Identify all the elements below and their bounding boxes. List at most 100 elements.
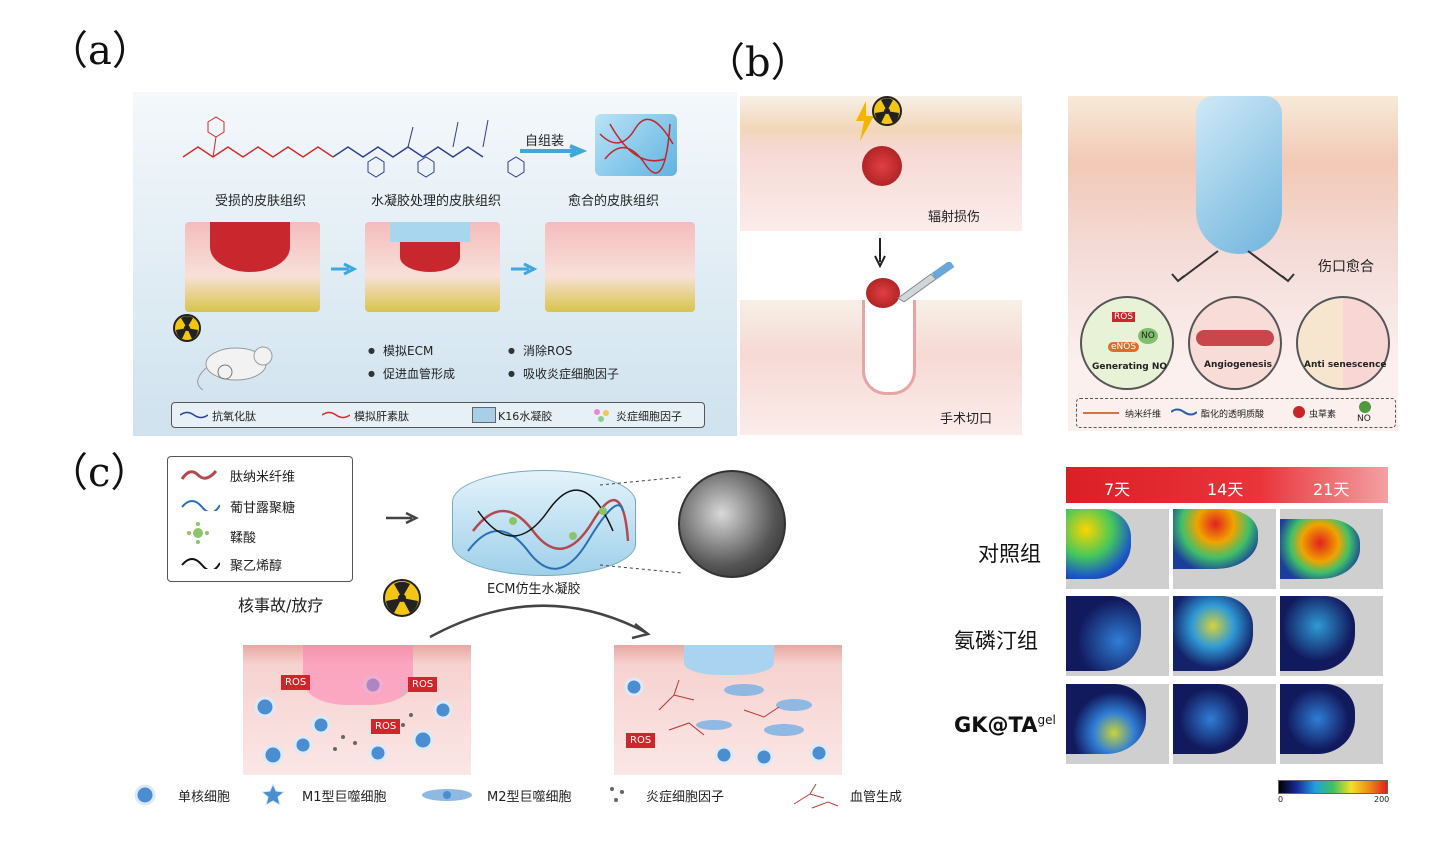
circle-generating-no: ROS NO eNOS Generating NO — [1080, 296, 1174, 390]
heat-amifostine-7 — [1066, 596, 1169, 676]
radiation-injury-label: 辐射损伤 — [928, 210, 981, 225]
stage-label-damaged: 受损的皮肤组织 — [215, 194, 307, 209]
curved-arrow — [429, 604, 651, 640]
day-21-label: 21天 — [1313, 480, 1350, 499]
legend-hyaluronic: 酯化的透明质酸 — [1201, 410, 1265, 420]
panel-a-figure: 自组装 受损的皮肤组织 水凝胶处理的皮肤组织 愈合的皮肤组织 模拟ECM 促进血… — [133, 92, 737, 436]
radiation-icon — [173, 314, 201, 342]
panel-a-letter: （a） — [48, 28, 152, 74]
legend-glucomannan: 葡甘露聚糖 — [230, 501, 296, 516]
day-7-label: 7天 — [1104, 480, 1131, 499]
legend-m1: M1型巨噬细胞 — [302, 790, 387, 805]
legend-nanofiber: 纳米纤维 — [1125, 410, 1162, 420]
radiation-source-label: 核事故/放疗 — [238, 596, 324, 615]
peptide-structure — [182, 116, 525, 178]
tumor — [862, 146, 902, 186]
radiation-icon — [872, 96, 902, 126]
bullet-cytokines: 吸收炎症细胞因子 — [508, 365, 619, 382]
group-gkta-superscript: gel — [1037, 713, 1056, 727]
ecm-hydrogel-disc — [452, 470, 636, 576]
self-assembly-label: 自组装 — [525, 134, 565, 149]
healing-panel: 伤口愈合 ROS NO eNOS Generating NO Angiogene… — [1068, 96, 1398, 431]
radiation-icon — [383, 579, 421, 617]
legend-pva: 聚乙烯醇 — [230, 559, 283, 574]
legend-monocyte: 单核细胞 — [178, 790, 231, 805]
legend-tannic-acid: 鞣酸 — [230, 531, 257, 546]
legend-peptide-nanofiber: 肽纳米纤维 — [230, 470, 296, 485]
skin-damaged — [185, 222, 320, 312]
circle-angiogenesis: Angiogenesis — [1188, 296, 1282, 390]
incision-skin: 手术切口 — [740, 300, 1022, 435]
scalpel-icon — [897, 262, 955, 302]
down-arrow — [874, 238, 886, 268]
scale-max: 200 — [1374, 795, 1390, 804]
panel-b-legend: 纳米纤维 酯化的透明质酸 虫草素 NO — [1076, 398, 1396, 428]
heat-gkta-21 — [1280, 684, 1383, 764]
bullet-ecm: 模拟ECM — [368, 342, 433, 359]
ros-burst: ROS — [408, 677, 438, 692]
hydrogel-cube — [595, 114, 677, 176]
heat-control-14 — [1173, 509, 1276, 589]
circle-enos: eNOS — [1108, 342, 1140, 352]
panel-c-legend: 肽纳米纤维 葡甘露聚糖 鞣酸 聚乙烯醇 — [167, 456, 353, 582]
color-scale-bar — [1278, 780, 1388, 794]
legend-antioxidant: 抗氧化肽 — [212, 410, 256, 423]
generating-no-label: Generating NO — [1092, 362, 1168, 372]
circle-anti-senescence: Anti senescence — [1296, 296, 1390, 390]
panel-a-legend: 抗氧化肽 模拟肝素肽 K16水凝胶 炎症细胞因子 — [171, 402, 705, 428]
wound-healing-label: 伤口愈合 — [1318, 259, 1374, 275]
hydrogel-plug — [1196, 96, 1282, 254]
lightning-icon — [856, 101, 874, 141]
skin-healed — [545, 222, 695, 312]
angiogenesis-label: Angiogenesis — [1204, 360, 1272, 370]
arrow-1 — [331, 262, 358, 276]
heat-gkta-14 — [1173, 684, 1276, 764]
ros-burst: ROS — [371, 719, 401, 734]
heat-control-7 — [1066, 509, 1169, 589]
legend-cordycepin: 虫草素 — [1309, 410, 1337, 420]
heatmap-header — [1066, 467, 1388, 503]
legend-angiogenesis: 血管生成 — [850, 790, 903, 805]
circle-no: NO — [1138, 328, 1158, 344]
zoom-lines — [599, 476, 683, 574]
legend-no: NO — [1357, 414, 1371, 424]
bullet-angiogenesis: 促进血管形成 — [368, 365, 455, 382]
cell-legend: 单核细胞 M1型巨噬细胞 M2型巨噬细胞 炎症细胞因子 血管生成 — [130, 780, 920, 810]
panel-b-letter: （b） — [705, 40, 811, 86]
mouse-icon — [197, 346, 273, 391]
heat-amifostine-21 — [1280, 596, 1383, 676]
legend-k16: K16水凝胶 — [498, 410, 553, 423]
combine-arrow — [386, 512, 419, 524]
excised-tumor — [866, 278, 900, 308]
heat-control-21 — [1280, 509, 1383, 589]
group-control: 对照组 — [978, 542, 1041, 566]
injured-tissue: ROS ROS ROS — [243, 645, 471, 775]
stage-label-healed: 愈合的皮肤组织 — [568, 194, 660, 209]
legend-cytokine-c: 炎症细胞因子 — [646, 790, 725, 805]
wound — [210, 222, 290, 272]
day-14-label: 14天 — [1207, 480, 1244, 499]
surgical-incision-label: 手术切口 — [940, 412, 993, 427]
legend-heparin: 模拟肝素肽 — [354, 410, 409, 423]
ros-burst: ROS — [626, 733, 656, 748]
branch-arrows — [1171, 250, 1295, 283]
legend-m2: M2型巨噬细胞 — [487, 790, 572, 805]
group-gkta-label: GK@TA — [954, 713, 1038, 737]
group-amifostine: 氨磷汀组 — [954, 629, 1038, 653]
wound — [400, 242, 460, 272]
incision — [862, 300, 916, 395]
heat-amifostine-14 — [1173, 596, 1276, 676]
stage-label-treated: 水凝胶处理的皮肤组织 — [371, 194, 502, 209]
hydrogel-label: ECM仿生水凝胶 — [487, 582, 581, 597]
sem-image — [678, 470, 786, 578]
scale-min: 0 — [1278, 795, 1284, 804]
circle-ros: ROS — [1112, 312, 1136, 322]
healing-tissue: ROS — [614, 645, 842, 775]
anti-senescence-label: Anti senescence — [1304, 360, 1387, 370]
heat-gkta-7 — [1066, 684, 1169, 764]
self-assembly-arrow — [520, 144, 588, 158]
skin-treated — [365, 222, 500, 312]
bullet-ros: 消除ROS — [508, 342, 572, 359]
hydrogel-fill — [390, 222, 470, 242]
group-gkta: GK@TAgel — [954, 713, 1056, 737]
